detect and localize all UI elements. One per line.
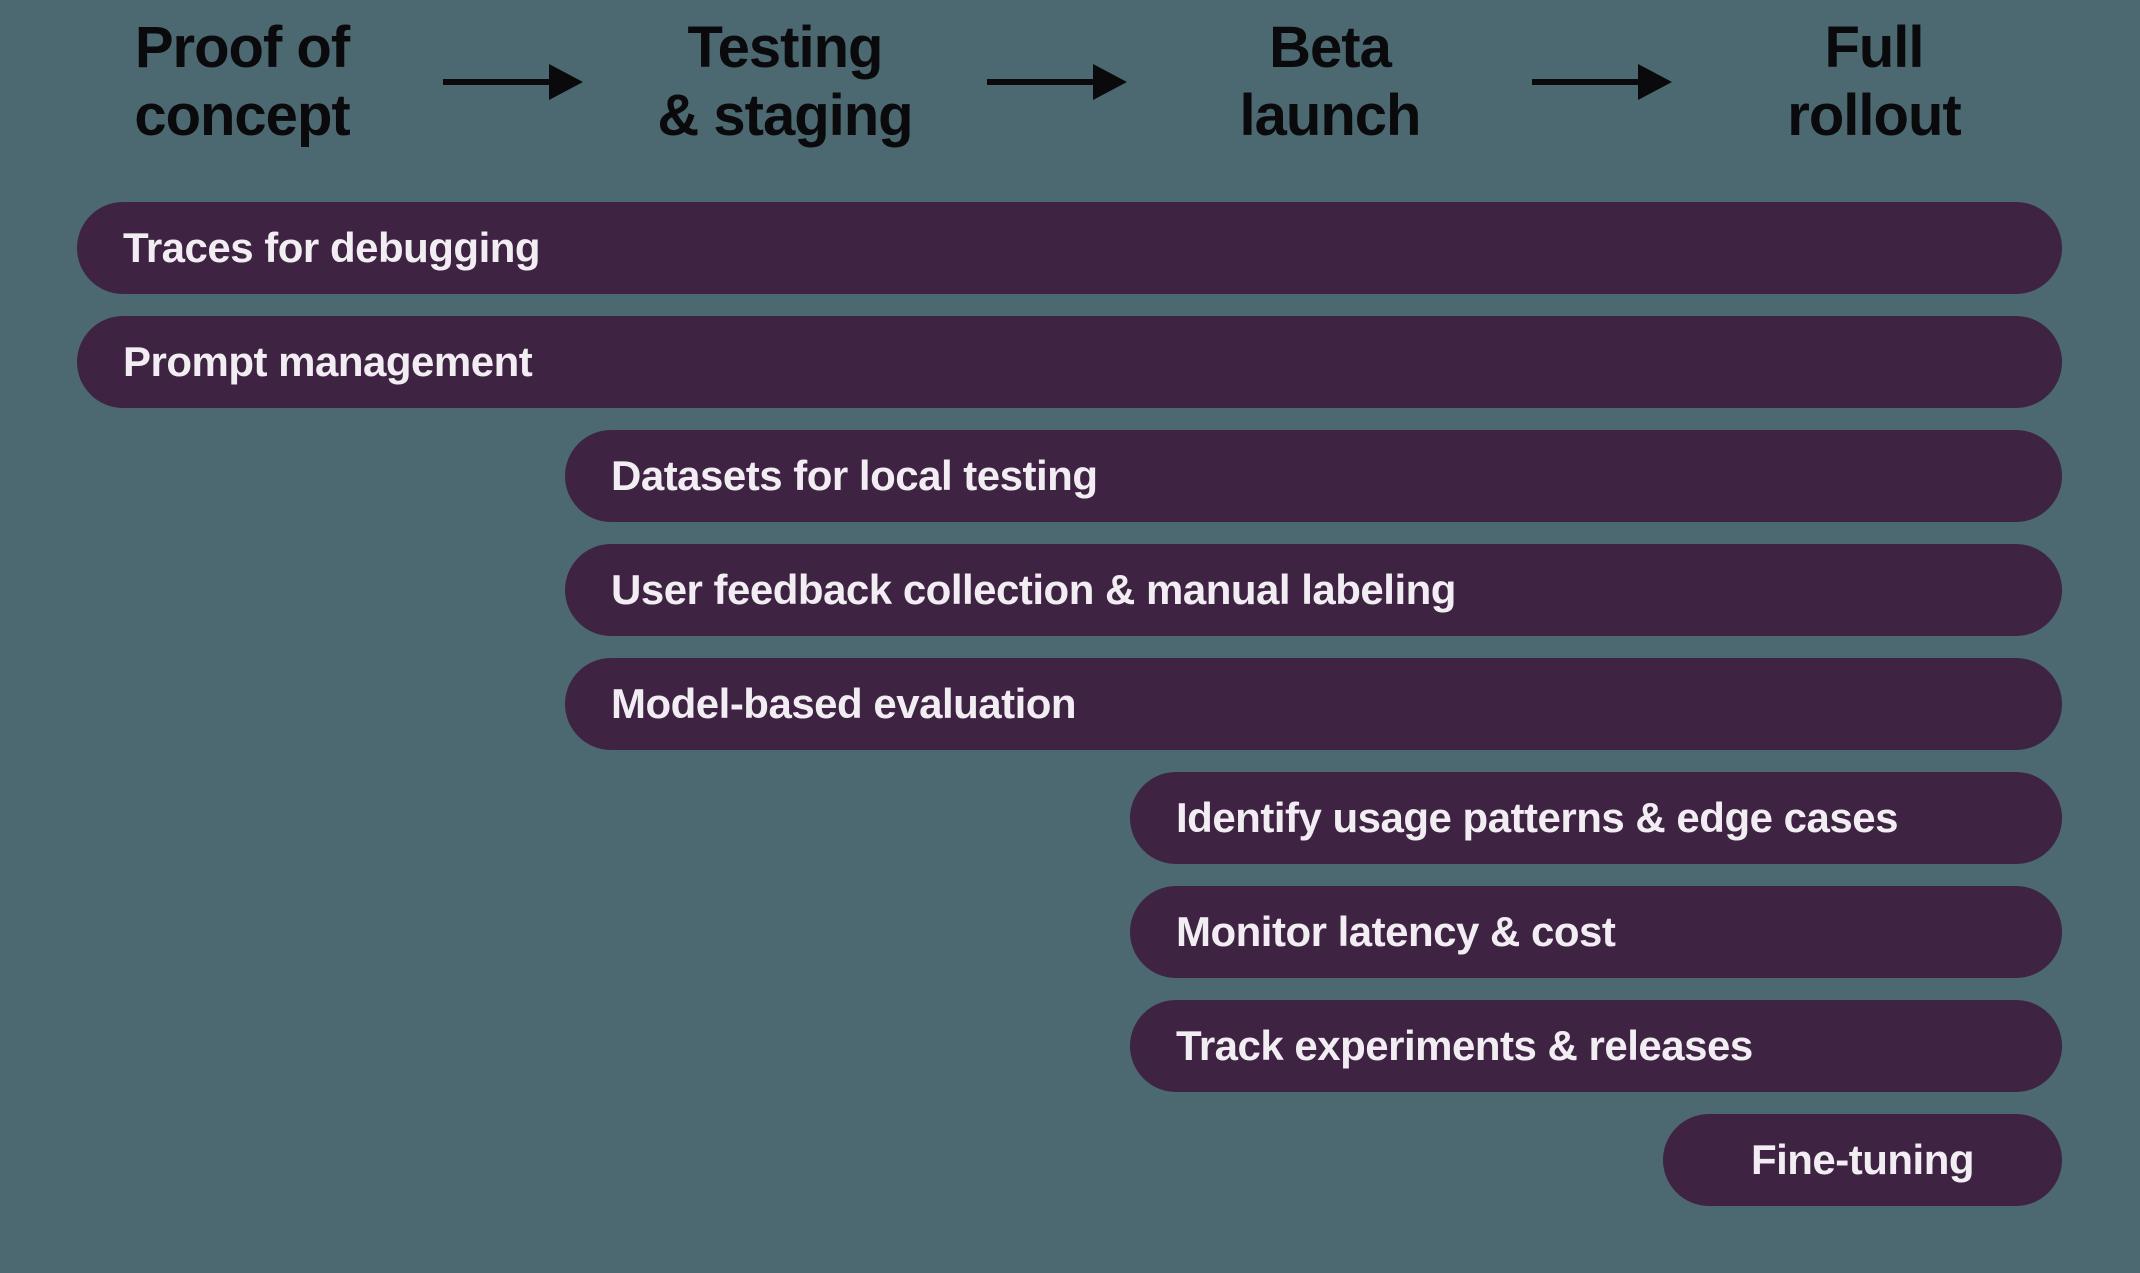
bar-fine-tuning: Fine-tuning: [1663, 1114, 2062, 1206]
bar-label: Prompt management: [123, 338, 533, 385]
right-arrow-icon: [987, 64, 1127, 100]
bar-label: Fine-tuning: [1750, 1136, 1975, 1183]
bar-user-feedback-collection-manual-labeling: User feedback collection & manual labeli…: [565, 544, 2062, 636]
right-arrow-icon: [1532, 64, 1672, 100]
bar-label: Traces for debugging: [123, 224, 541, 271]
phase-label-testing-staging: Testing & staging: [657, 15, 913, 149]
bar-identify-usage-patterns-edge-cases: Identify usage patterns & edge cases: [1130, 772, 2062, 864]
bar-label: Identify usage patterns & edge cases: [1176, 794, 1898, 841]
bar-model-based-evaluation: Model-based evaluation: [565, 658, 2062, 750]
bar-label: Model-based evaluation: [611, 680, 1077, 727]
bar-label: User feedback collection & manual labeli…: [611, 566, 1456, 613]
bar-label: Monitor latency & cost: [1176, 908, 1616, 955]
bar-traces-for-debugging: Traces for debugging: [77, 202, 2062, 294]
phase-label-beta-launch: Beta launch: [1239, 15, 1422, 149]
bar-monitor-latency-cost: Monitor latency & cost: [1130, 886, 2062, 978]
bar-datasets-for-local-testing: Datasets for local testing: [565, 430, 2062, 522]
bar-track-experiments-releases: Track experiments & releases: [1130, 1000, 2062, 1092]
phase-label-proof-of-concept: Proof of concept: [134, 15, 350, 149]
bar-label: Track experiments & releases: [1176, 1022, 1753, 1069]
bar-prompt-management: Prompt management: [77, 316, 2062, 408]
bar-label: Datasets for local testing: [611, 452, 1098, 499]
right-arrow-icon: [443, 64, 583, 100]
phase-label-full-rollout: Full rollout: [1787, 15, 1961, 149]
